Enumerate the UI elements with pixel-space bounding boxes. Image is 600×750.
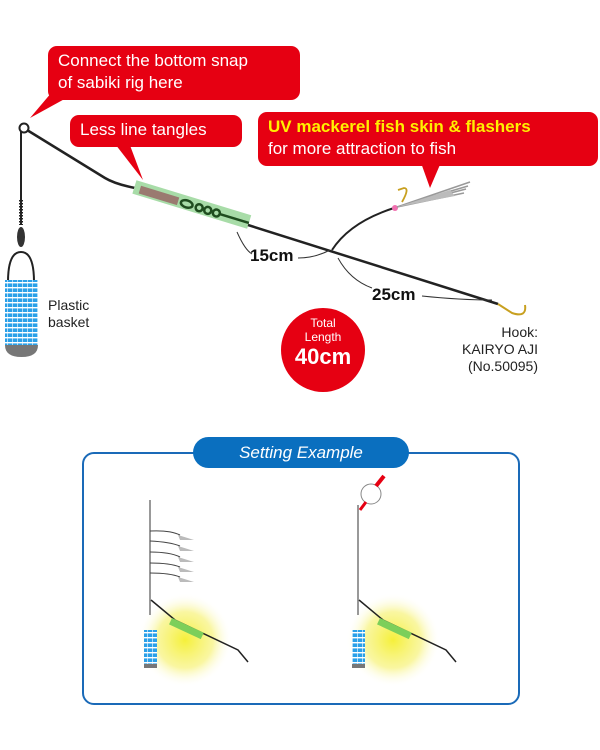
setting-example-float bbox=[346, 474, 457, 687]
setting-example-frame bbox=[82, 452, 520, 705]
dimension-25cm: 25cm bbox=[372, 285, 416, 304]
dimension-15cm: 15cm bbox=[250, 246, 294, 265]
setting-example-title: Setting Example bbox=[193, 437, 409, 468]
callout-highlight: UV mackerel fish skin & flashers bbox=[268, 117, 531, 136]
callout-snap: Connect the bottom snap of sabiki rig he… bbox=[48, 46, 300, 100]
label-line: basket bbox=[48, 314, 90, 330]
callout-text: Connect the bottom snap bbox=[58, 51, 248, 70]
total-value: 40cm bbox=[294, 344, 352, 369]
hook-label: Hook: KAIRYO AJI (No.50095) bbox=[430, 324, 538, 375]
total-length-badge: Total Length 40cm bbox=[281, 308, 365, 392]
callout-uv: UV mackerel fish skin & flashers for mor… bbox=[258, 112, 598, 166]
callout-text: for more attraction to fish bbox=[268, 139, 457, 158]
hook-icon bbox=[497, 303, 527, 316]
label-line: (No.50095) bbox=[467, 358, 538, 374]
main-rig bbox=[5, 122, 527, 357]
callout-tangles: Less line tangles bbox=[70, 115, 242, 147]
setting-example-sabiki bbox=[138, 500, 249, 687]
basket-label: Plastic basket bbox=[48, 297, 89, 331]
label-line: Plastic bbox=[48, 297, 90, 313]
callout-tail bbox=[420, 160, 442, 188]
basket-icon bbox=[5, 280, 38, 345]
label-line: Hook: bbox=[501, 324, 538, 340]
label-line: KAIRYO AJI bbox=[462, 341, 538, 357]
callout-text: of sabiki rig here bbox=[58, 73, 183, 92]
total-label: Length bbox=[304, 330, 342, 344]
callout-tail bbox=[112, 140, 143, 180]
total-label: Total bbox=[310, 316, 336, 330]
